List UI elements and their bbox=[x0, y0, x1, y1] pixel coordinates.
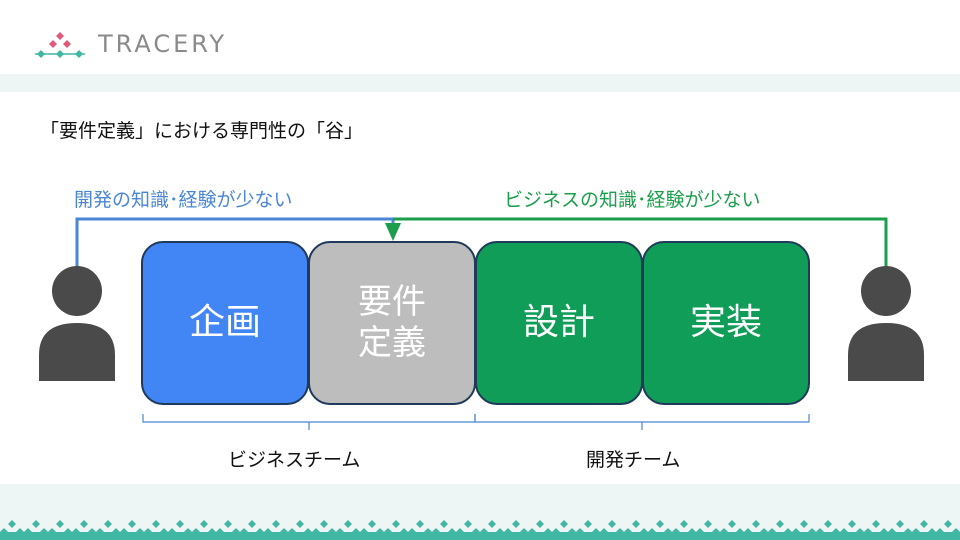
person-icon bbox=[848, 266, 924, 381]
dev-team-label: 開発チーム bbox=[586, 449, 681, 471]
tracery-logo-icon bbox=[35, 32, 85, 58]
header-band bbox=[0, 74, 960, 92]
business-team-bracket bbox=[142, 414, 476, 423]
phase-planning-box: 企画 bbox=[141, 241, 309, 405]
business-team-label: ビジネスチーム bbox=[228, 449, 361, 471]
slide-title: 「要件定義」における専門性の「谷」 bbox=[40, 120, 364, 142]
phase-implementation-label: 実装 bbox=[689, 302, 762, 344]
brand-name: TRACERY bbox=[98, 30, 228, 58]
dev-team-bracket bbox=[474, 414, 810, 423]
person-icon bbox=[39, 266, 115, 381]
phase-planning-label: 企画 bbox=[188, 302, 261, 344]
phase-requirements-label-line2: 定義 bbox=[358, 323, 426, 363]
phase-requirements-label-line1: 要件 bbox=[358, 282, 426, 323]
slide-header: TRACERY bbox=[0, 0, 960, 74]
phase-requirements-box: 要件 定義 bbox=[308, 241, 476, 405]
business-knowledge-lacking-label: ビジネスの知識･経験が少ない bbox=[504, 189, 761, 211]
dev-knowledge-lacking-label: 開発の知識･経験が少ない bbox=[74, 189, 293, 211]
phase-design-box: 設計 bbox=[475, 241, 643, 405]
phase-implementation-box: 実装 bbox=[642, 241, 810, 405]
phase-design-label: 設計 bbox=[522, 302, 595, 344]
arrow-down-icon bbox=[385, 223, 401, 241]
footer-decoration bbox=[0, 516, 960, 540]
